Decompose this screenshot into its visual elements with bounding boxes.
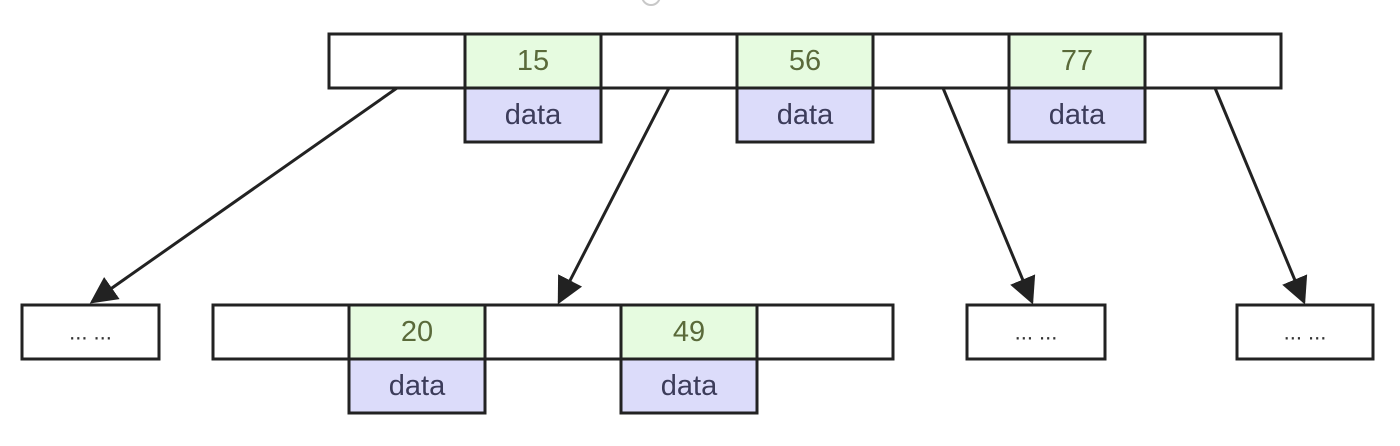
key-label: 56	[789, 45, 821, 77]
pointer-cell	[327, 32, 467, 90]
key-cell	[347, 303, 487, 361]
root-node: 15 data 56 data 77 data	[327, 32, 1283, 144]
nodes: 15 data 56 data 77 data ... ... 20 data 49 data...…	[20, 32, 1375, 415]
ellipsis-label: ... ...	[69, 320, 112, 345]
key-cell	[1007, 32, 1147, 90]
key-label: 15	[517, 45, 549, 77]
data-label: data	[661, 370, 718, 402]
data-cell	[735, 86, 875, 144]
key-cell	[619, 303, 759, 361]
key-cell	[735, 32, 875, 90]
pointer-arrow	[89, 86, 398, 304]
pointer-cell	[1143, 32, 1283, 90]
top-partial-circle	[641, 0, 661, 6]
key-label: 49	[673, 316, 705, 348]
data-cell	[347, 357, 487, 415]
pointer-cell	[871, 32, 1011, 90]
pointer-cell	[211, 303, 351, 361]
child-node-ellipsis: ... ...	[20, 303, 161, 361]
data-cell	[619, 357, 759, 415]
pointer-arrow	[557, 87, 671, 305]
ellipsis-box	[965, 303, 1107, 361]
data-label: data	[389, 370, 446, 402]
key-cell	[463, 32, 603, 90]
child-node-internal: 20 data 49 data	[211, 303, 895, 415]
data-label: data	[777, 99, 834, 131]
data-label: data	[1049, 99, 1106, 131]
pointer-cell	[483, 303, 623, 361]
ellipsis-label: ... ...	[1015, 320, 1058, 345]
child-node-ellipsis: ... ...	[965, 303, 1107, 361]
pointer-cell	[599, 32, 739, 90]
child-node-ellipsis: ... ...	[1235, 303, 1375, 361]
key-label: 77	[1061, 45, 1093, 77]
data-cell	[463, 86, 603, 144]
ellipsis-box	[20, 303, 161, 361]
data-label: data	[505, 99, 562, 131]
pointer-arrow	[941, 87, 1036, 305]
key-label: 20	[401, 316, 433, 348]
data-cell	[1007, 86, 1147, 144]
ellipsis-box	[1235, 303, 1375, 361]
pointer-cell	[755, 303, 895, 361]
edges	[89, 86, 1308, 305]
ellipsis-label: ... ...	[1284, 320, 1327, 345]
pointer-arrow	[1213, 87, 1308, 305]
